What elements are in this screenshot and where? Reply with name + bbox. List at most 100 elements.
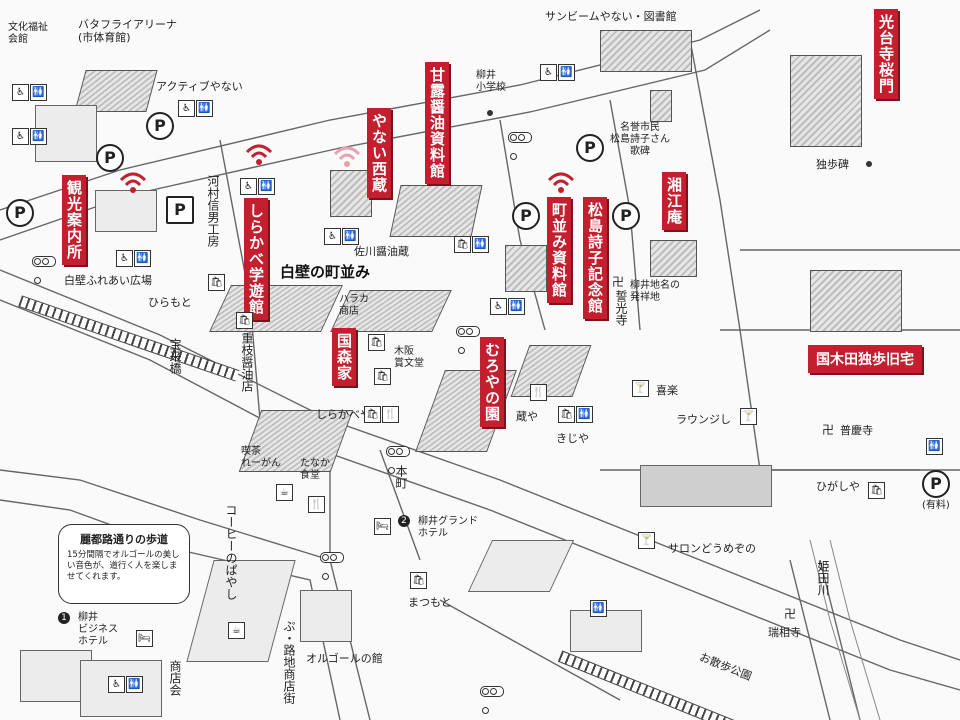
label-sagawa-shoyu: 佐川醤油蔵 (354, 245, 409, 258)
note-box: 麗都路通りの歩道 15分間隔でオルゴールの美しい音色が、道行く人を楽しませてくれ… (58, 524, 190, 604)
parking-icon: P (146, 112, 174, 140)
wifi-icon (547, 172, 575, 193)
shopping-bag-icon: 🛍 (868, 482, 885, 499)
label-shirakabeya: しらかべや (316, 408, 371, 421)
label-paid: (有料) (922, 500, 950, 511)
label-lounge: ラウンジし (676, 413, 731, 426)
label-kijiya: きじや (556, 432, 589, 445)
banner-machinami-shiryokan: 町並み資料館 (547, 197, 571, 303)
temple-icon: 卍 (822, 423, 835, 437)
restaurant-icon: 🍴 (530, 384, 547, 401)
label-kawamura-kobo: 河村信男工房 (206, 175, 220, 247)
accessible-icon: ♿ (240, 178, 257, 195)
label-fukyoji: 普慶寺 (840, 424, 873, 437)
restroom-icon: 🚻 (342, 228, 359, 245)
note-body: 15分間隔でオルゴールの美しい音色が、道行く人を楽しませてくれます。 (67, 550, 180, 582)
banner-kanko-annaisho: 観光案内所 (62, 175, 86, 265)
restroom-icon: 🚻 (30, 128, 47, 145)
building-row-9 (570, 610, 642, 652)
restroom-icon: 🚻 (258, 178, 275, 195)
parking-icon: P (166, 196, 194, 224)
parking-icon: P (612, 202, 640, 230)
label-kissa-regan: 喫茶 れーがん (241, 446, 281, 469)
label-shirakabe-fureai: 白壁ふれあい広場 (64, 274, 152, 287)
doppo-hi-dot (866, 161, 872, 167)
label-kuraya: 蔵や (516, 410, 538, 423)
banner-kunikida-doppo-kyutaku: 国木田独歩旧宅 (808, 345, 922, 373)
label-kisaka-shobundo: 木阪 賞文堂 (394, 346, 424, 369)
shopping-bag-icon: 🛍 (364, 406, 381, 423)
accessible-icon: ♿ (324, 228, 341, 245)
label-himeda-river: 姫田川 (816, 560, 830, 596)
label-doppo-hi: 独歩碑 (816, 158, 849, 171)
restroom-icon: 🚻 (126, 676, 143, 693)
label-zuisoji: 瑞相寺 (768, 626, 801, 639)
label-matsumoto: まつもと (408, 596, 452, 609)
banner-muroya-no-sono: むろやの園 (480, 337, 504, 427)
shopping-bag-icon: 🛍 (208, 274, 225, 291)
restroom-icon: 🚻 (590, 600, 607, 617)
accessible-icon: ♿ (12, 84, 29, 101)
marker-number-2: 2 (398, 515, 410, 527)
banner-shokoan: 湘江庵 (662, 172, 686, 230)
cocktail-icon: 🍸 (632, 380, 649, 397)
traffic-light-icon (32, 256, 56, 284)
traffic-light-icon (386, 446, 410, 474)
label-kiraku: 喜楽 (656, 384, 678, 397)
accessible-icon: ♿ (108, 676, 125, 693)
label-hiramoto: ひらもと (148, 296, 192, 309)
building-yanai-chimei (650, 240, 697, 277)
building-machinami (505, 245, 547, 292)
building-orgel (300, 590, 352, 642)
accessible-icon: ♿ (540, 64, 557, 81)
shopping-bag-icon: 🛍 (410, 572, 427, 589)
school-dot (487, 110, 493, 116)
shopping-bag-icon: 🛍 (374, 368, 391, 385)
parking-icon: P (6, 199, 34, 227)
accessible-icon: ♿ (178, 100, 195, 117)
restaurant-icon: 🍴 (382, 406, 399, 423)
restroom-icon: 🚻 (134, 250, 151, 267)
wifi-icon (245, 144, 273, 165)
banner-yanai-nishikura: やない西蔵 (367, 108, 391, 198)
banner-kunimori-ke: 国森家 (332, 328, 356, 386)
label-higashiya: ひがしや (816, 480, 860, 493)
cocktail-icon: 🍸 (638, 532, 655, 549)
label-houraibashi: 宝来橋 (168, 338, 182, 374)
accessible-icon: ♿ (116, 250, 133, 267)
restroom-icon: 🚻 (30, 84, 47, 101)
traffic-light-icon (320, 552, 344, 580)
shopping-bag-icon: 🛍 (558, 406, 575, 423)
restaurant-icon: 🍴 (308, 496, 325, 513)
building-yanai-nishikura (330, 170, 372, 217)
label-orgel-no-yakata: オルゴールの館 (306, 652, 383, 665)
label-bunka-fukushi-kaikan: 文化福祉 会館 (8, 22, 48, 45)
building-kanko-annai (95, 190, 157, 232)
shopping-bag-icon: 🛍 (454, 236, 471, 253)
label-salon-doumezono: サロンどうめぞの (668, 542, 756, 555)
label-coffee-hayashi: コーヒーのぱやし (224, 504, 238, 600)
restroom-icon: 🚻 (926, 438, 943, 455)
parking-icon: P (96, 144, 124, 172)
restroom-icon: 🚻 (576, 406, 593, 423)
shopping-bag-icon: 🛍 (368, 334, 385, 351)
label-sunbeam-library: サンビームやない・図書館 (545, 10, 677, 23)
shopping-bag-icon: 🛍 (236, 312, 253, 329)
restroom-icon: 🚻 (558, 64, 575, 81)
wifi-icon (119, 172, 147, 193)
accessible-icon: ♿ (12, 128, 29, 145)
banner-kodaiji-sakuramon: 光台寺桜門 (874, 9, 898, 99)
building-row-6 (640, 465, 772, 507)
bed-icon: 🛏 (136, 630, 153, 647)
parking-icon: P (922, 470, 950, 498)
note-title: 麗都路通りの歩道 (80, 533, 168, 546)
banner-matsushima-kinenkan: 松島詩子記念館 (583, 197, 607, 319)
parking-icon: P (576, 134, 604, 162)
label-butterfly-arena: バタフライアリーナ (市体育館) (78, 18, 177, 44)
label-yanai-chimei: 柳井地名の 発祥地 (630, 280, 680, 303)
label-yanai-business-hotel: 柳井 ビジネス ホテル (78, 612, 118, 647)
label-active-yanai: アクティブやない (156, 80, 243, 93)
building-kahi (650, 90, 672, 122)
coffee-cup-icon: ☕ (276, 484, 293, 501)
banner-amaro-shoyu: 甘露醤油資料館 (425, 62, 449, 184)
